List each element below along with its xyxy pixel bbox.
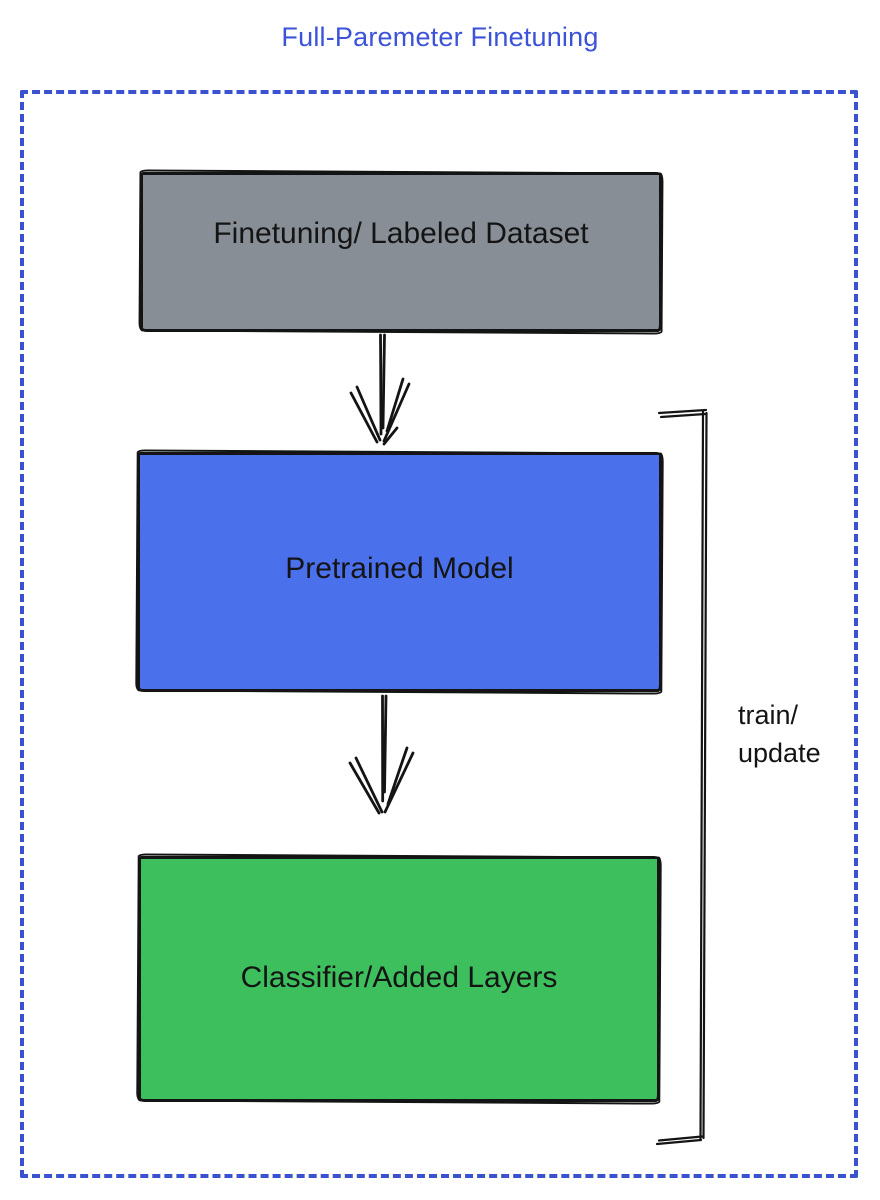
- train-update-label: train/ update: [738, 700, 821, 768]
- pretrained-model-label: Pretrained Model: [285, 552, 514, 585]
- pretrained-model-box: Pretrained Model: [137, 452, 662, 692]
- dashed-frame: [20, 90, 858, 1178]
- diagram-title: Full-Paremeter Finetuning: [281, 22, 599, 52]
- finetuning-dataset-box: Finetuning/ Labeled Dataset: [140, 172, 662, 332]
- classifier-layers-box: Classifier/Added Layers: [138, 856, 660, 1102]
- classifier-layers-label: Classifier/Added Layers: [240, 961, 558, 994]
- finetuning-dataset-label: Finetuning/ Labeled Dataset: [213, 217, 589, 250]
